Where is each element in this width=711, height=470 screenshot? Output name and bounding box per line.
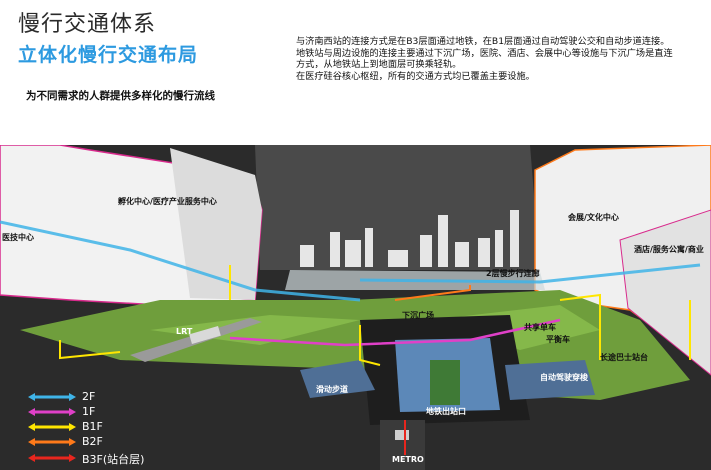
park-patch: [150, 315, 360, 345]
legend-arrow-b2f: [28, 438, 76, 446]
description-line: 在医疗硅谷核心枢纽，所有的交通方式均已覆盖主要设施。: [296, 70, 535, 82]
description-line: 方式，从地铁站上到地面层可换乘轻轨。: [296, 59, 462, 71]
transit-diagram: 孵化中心/医疗产业服务中心 医技中心 会展/文化中心 酒店/服务公寓/商业 2层…: [0, 145, 711, 470]
label-sunken-plaza: 下沉广场: [402, 310, 434, 320]
flow-line-2f: [0, 220, 361, 302]
legend-arrow-1f: [28, 408, 76, 416]
label-balance-bike: 平衡车: [546, 334, 570, 344]
label-metro: METRO: [392, 455, 424, 464]
lrt-train: [189, 326, 221, 344]
label-slide-walk: 滑动步道: [316, 384, 348, 394]
legend-arrow-2f: [28, 393, 76, 401]
description-block: 与济南西站的连接方式是在B3层面通过地铁，在B1层面通过自动驾驶公交和自动步道连…: [296, 36, 706, 82]
incubator-building-side: [170, 148, 262, 300]
metro-train: [395, 430, 409, 440]
slide-walk-tunnel: [300, 360, 375, 398]
page-title: 慢行交通体系: [18, 12, 157, 37]
legend-arrows: [28, 393, 76, 462]
label-shared-bike: 共享单车: [524, 322, 556, 332]
autobus-tunnel: [505, 360, 595, 400]
tagline: 为不同需求的人群提供多样化的慢行流线: [26, 90, 215, 102]
label-autobus: 自动驾驶穿梭: [540, 372, 589, 382]
legend-label-b3f: B3F(站台层): [82, 453, 145, 466]
flow-line-1f: [229, 318, 561, 347]
sky-area: [255, 145, 540, 270]
description-line: 与济南西站的连接方式是在B3层面通过地铁，在B1层面通过自动驾驶公交和自动步道连…: [296, 36, 670, 47]
plaza-tree: [430, 360, 460, 405]
label-walkway-2f: 2层慢步行连廊: [486, 268, 540, 278]
skyline: [300, 210, 519, 267]
header-panel: 慢行交通体系 立体化慢行交通布局 为不同需求的人群提供多样化的慢行流线 与济南西…: [0, 0, 711, 145]
label-medtech: 医技中心: [2, 232, 34, 242]
legend-label-b2f: B2F: [82, 435, 103, 448]
flow-line-b1f: [59, 340, 121, 360]
description-line: 地铁站与周边设施的连接主要通过下沉广场，医院、酒店、会展中心等设施与下沉广场是直…: [296, 47, 673, 59]
label-bus-platform: 长途巴士站台: [600, 352, 648, 362]
label-lrt: LRT: [176, 327, 193, 336]
label-hotel: 酒店/服务公寓/商业: [634, 244, 704, 254]
legend-arrow-b3f: [28, 454, 76, 462]
label-incubator: 孵化中心/医疗产业服务中心: [117, 196, 217, 206]
metro-shaft: [380, 420, 425, 470]
flow-line-b1f: [359, 325, 381, 366]
flow-line-b1f: [559, 293, 601, 360]
legend-label-b1f: B1F: [82, 420, 103, 433]
legend-label-2f: 2F: [82, 390, 96, 403]
hotel-building: [619, 209, 711, 376]
flow-line-b2f: [394, 285, 471, 301]
flow-line-2f: [359, 263, 701, 284]
label-expo: 会展/文化中心: [568, 212, 619, 222]
legend-label-1f: 1F: [82, 405, 96, 418]
legend-arrow-b1f: [28, 423, 76, 431]
page-subtitle: 立体化慢行交通布局: [18, 44, 199, 66]
label-metro-exit: 地铁出站口: [426, 406, 466, 416]
